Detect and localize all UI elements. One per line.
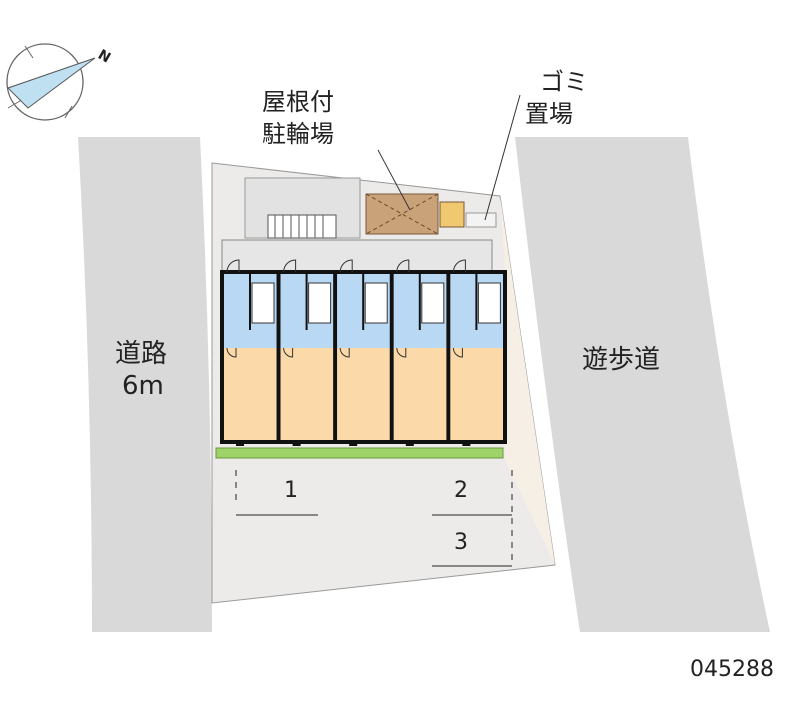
compass-icon: N (6, 43, 113, 121)
unit (333, 259, 394, 446)
unit (389, 259, 451, 446)
road-label-2: 6m (122, 371, 164, 401)
parking-space-3: 3 (454, 530, 468, 555)
unit (446, 259, 507, 446)
hedge (215, 447, 504, 459)
building-units (220, 259, 507, 446)
unit (276, 259, 338, 446)
walkway-label: 遊歩道 (582, 345, 660, 375)
property-code: 045288 (690, 657, 774, 682)
walkway-right (515, 137, 770, 632)
bike-parking-roof (365, 193, 439, 235)
parking-space-1: 1 (284, 478, 298, 503)
garbage-area (439, 201, 465, 228)
road-label-1: 道路 (115, 339, 167, 369)
bike-parking-label-1: 屋根付 (262, 88, 334, 116)
garbage-label-2: 置場 (525, 100, 573, 128)
road-left (78, 137, 212, 632)
parking-space-2: 2 (454, 478, 468, 503)
parking-lines (235, 470, 513, 567)
north-label: N (95, 47, 113, 67)
garbage-label-1: ゴミ (540, 68, 588, 96)
bike-parking-label-2: 駐輪場 (262, 120, 334, 148)
unit (220, 259, 281, 446)
